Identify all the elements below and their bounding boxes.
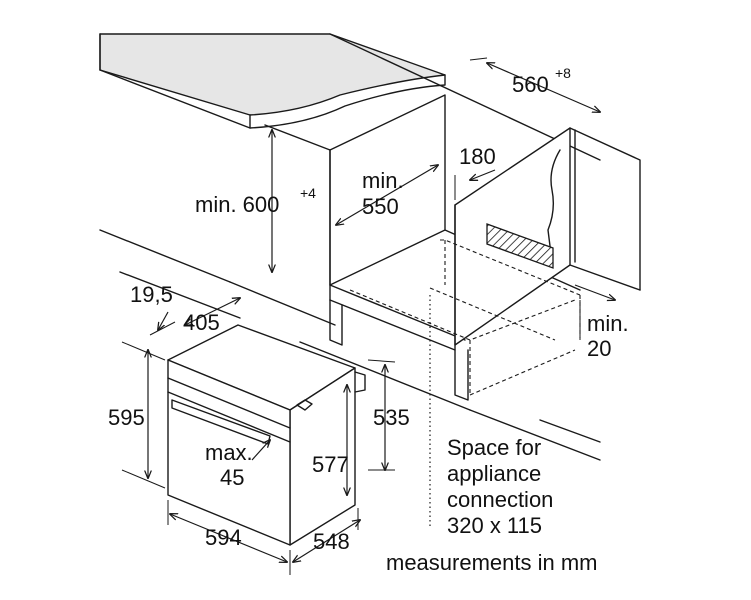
label-max-word: max.	[205, 440, 253, 465]
label-space-line-3: connection	[447, 487, 553, 512]
label-cabinet-width-tolerance: +8	[555, 65, 571, 81]
label-height-535: 535	[373, 405, 410, 430]
dimension-lines	[121, 57, 615, 575]
label-space-line-4: 320 x 115	[447, 513, 542, 538]
label-width-594: 594	[205, 525, 242, 550]
oven	[167, 324, 366, 546]
label-niche-height: min. 600	[195, 192, 279, 217]
label-height-577: 577	[312, 452, 349, 477]
label-dim-405: 405	[183, 310, 220, 335]
label-depth-548: 548	[313, 529, 350, 554]
label-space-line-1: Space for	[447, 435, 541, 460]
niche-outline	[349, 239, 581, 528]
label-space-line-2: appliance	[447, 461, 541, 486]
label-depth-min-word: min.	[362, 168, 404, 193]
label-cabinet-width: 560	[512, 72, 549, 97]
label-max-value: 45	[220, 465, 244, 490]
label-depth-min-value: 550	[362, 194, 399, 219]
label-offset-19-5: 19,5	[130, 282, 173, 307]
label-niche-height-tolerance: +4	[300, 185, 316, 201]
label-gap-min-word: min.	[587, 311, 629, 336]
label-height-595: 595	[108, 405, 145, 430]
label-units-note: measurements in mm	[386, 550, 598, 575]
label-offset-180: 180	[459, 144, 496, 169]
connection-box	[486, 223, 554, 269]
label-gap-min-value: 20	[587, 336, 611, 361]
